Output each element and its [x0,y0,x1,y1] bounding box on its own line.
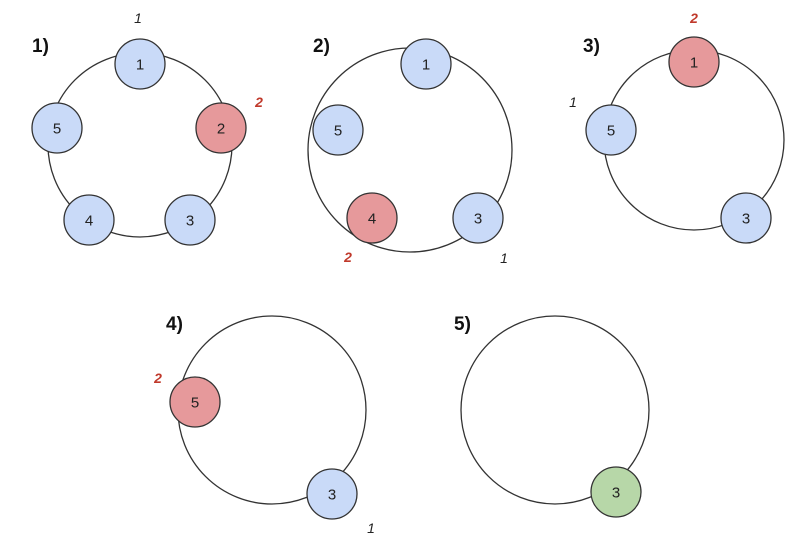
person-node-1 [668,36,720,88]
step-label: 2) [313,36,330,57]
count-annotation: 1 [367,520,375,536]
person-node-3 [452,192,504,244]
count-annotation: 2 [153,370,162,386]
person-node-4 [63,194,115,246]
person-node-1 [400,38,452,90]
ring-circle [460,315,650,505]
count-annotation: 1 [134,10,142,26]
person-number: 5 [334,123,342,140]
person-number: 1 [136,57,144,74]
count-annotation: 2 [689,10,698,26]
person-number: 5 [607,123,615,140]
person-number: 2 [217,121,225,138]
person-node-5 [31,102,83,154]
count-annotation: 1 [569,94,577,110]
person-node-5 [312,104,364,156]
step-panel-5: 5) 3 [454,314,650,518]
count-annotation: 2 [254,94,263,110]
person-number: 4 [85,213,93,230]
person-number: 3 [186,213,194,230]
person-node-3 [306,468,358,520]
person-node-3 [720,192,772,244]
person-number: 3 [474,211,482,228]
person-number: 3 [742,211,750,228]
step-label: 4) [166,314,183,335]
step-label: 5) [454,314,471,335]
step-label: 1) [32,36,49,57]
step-label: 3) [583,36,600,57]
person-number: 3 [328,487,336,504]
person-number: 5 [191,395,199,412]
step-panel-2: 2) 1 3 4 5 1 2 [307,36,513,266]
person-number: 4 [368,211,376,228]
person-node-1 [114,38,166,90]
person-node-3 [590,466,642,518]
person-node-5 [585,104,637,156]
person-node-3 [164,194,216,246]
count-annotation: 2 [343,249,352,265]
person-node-5 [169,376,221,428]
count-annotation: 1 [500,250,508,266]
person-number: 5 [53,121,61,138]
step-panel-1: 1) 1 2 3 4 5 1 2 [31,10,263,246]
person-node-4 [346,192,398,244]
step-panel-3: 3) 1 3 5 1 2 [569,10,785,244]
person-node-2 [195,102,247,154]
person-number: 3 [612,485,620,502]
person-number: 1 [422,57,430,74]
person-number: 1 [690,55,698,72]
step-panel-4: 4) 3 5 1 2 [153,314,375,536]
